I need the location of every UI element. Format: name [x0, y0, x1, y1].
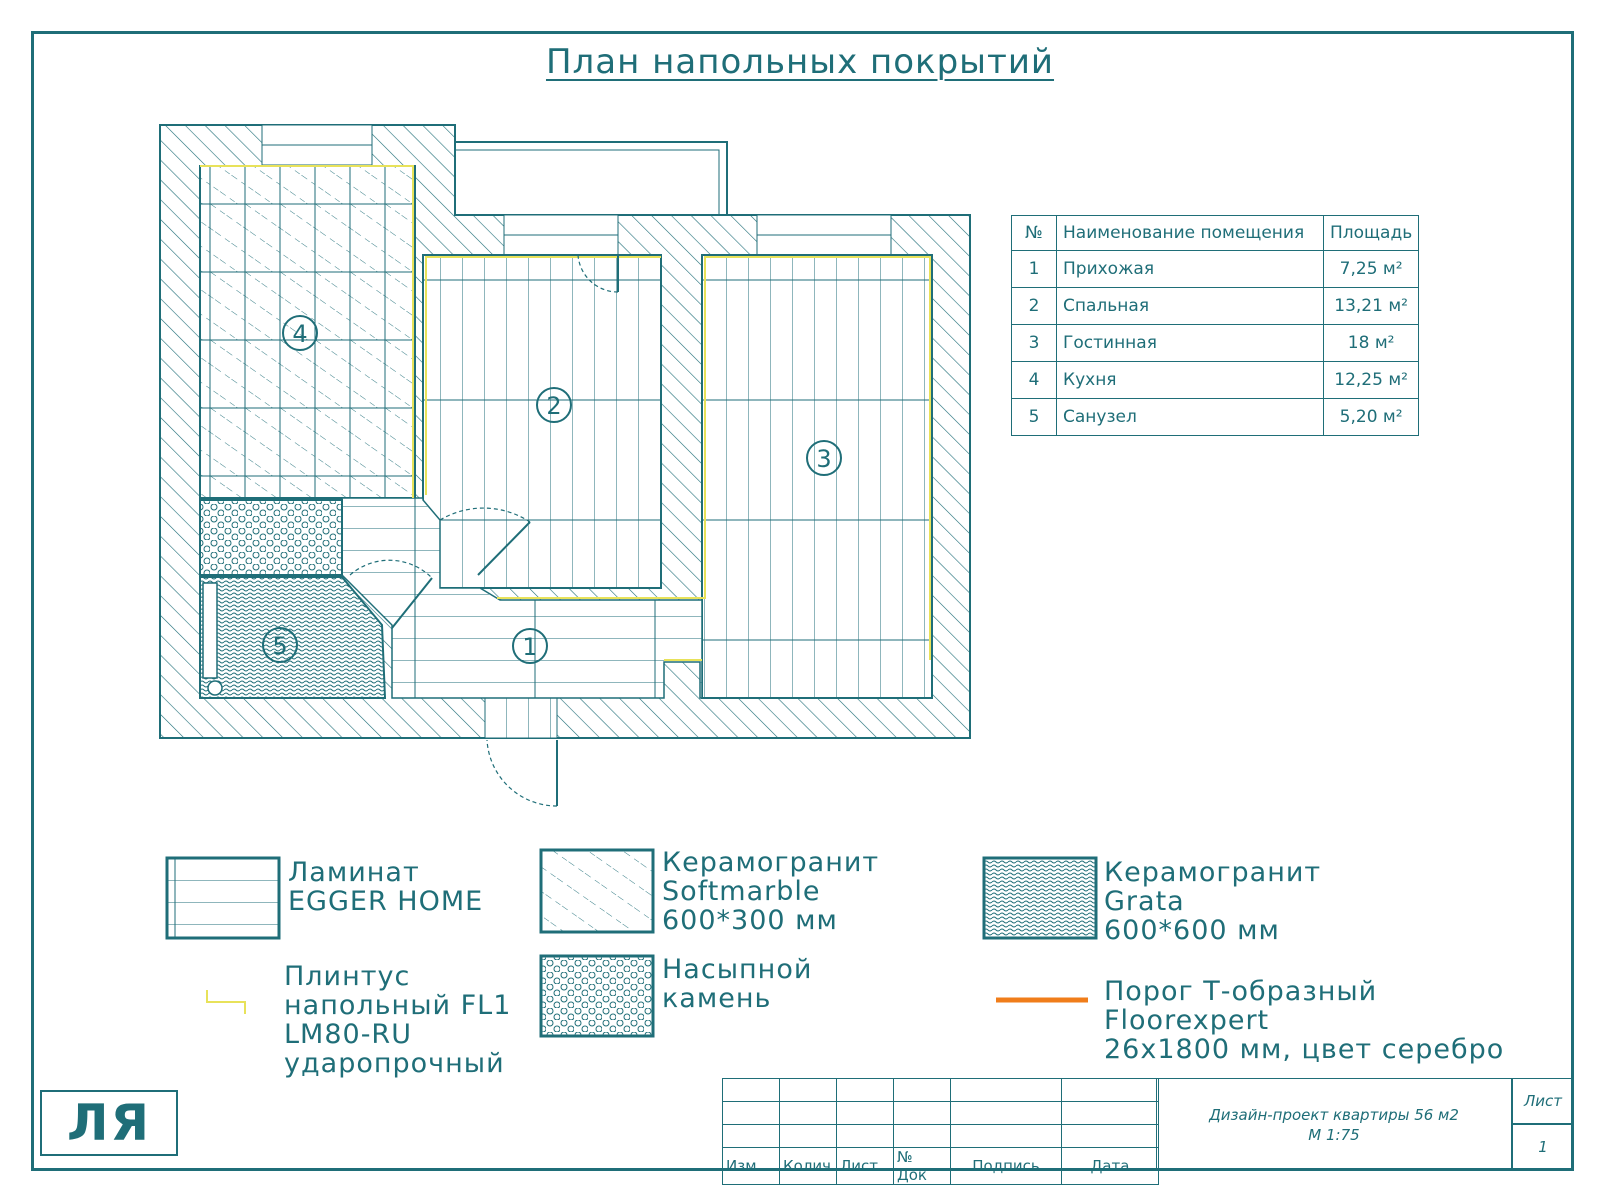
room-marker-3: 3	[816, 445, 831, 473]
table-row: 1 Прихожая 7,25 м²	[1011, 250, 1420, 288]
legend-swatch-grata	[982, 856, 1098, 940]
bathroom-stone-floor	[199, 499, 343, 576]
room-area-table: № Наименование помещения Площадь 1 Прихо…	[1011, 215, 1420, 436]
legend-swatch-softmarble	[539, 848, 655, 934]
room-marker-2: 2	[546, 392, 561, 420]
sheet-label: Лист	[1512, 1078, 1574, 1124]
room-floors	[199, 165, 933, 699]
room-marker-5: 5	[272, 632, 287, 660]
legend-label-softmarble: Керамогранит Softmarble 600*300 мм	[662, 847, 880, 936]
table-row: 5 Санузел 5,20 м²	[1011, 398, 1420, 436]
table-header-area: Площадь	[1322, 215, 1420, 251]
company-logo: ЛЯ	[40, 1090, 178, 1156]
table-header-number: №	[1011, 215, 1057, 251]
stamp-col-qty: Колич	[779, 1147, 837, 1185]
table-row: 4 Кухня 12,25 м²	[1011, 361, 1420, 399]
legend-label-baseboard: Плинтус напольный FL1 LM80-RU ударопрочн…	[284, 961, 512, 1079]
kitchen-floor	[199, 165, 416, 499]
stamp-col-doc: № Док	[893, 1147, 951, 1185]
stamp-col-change: Изм	[722, 1147, 780, 1185]
revision-table: Изм Колич Лист № Док Подпись Дата	[722, 1078, 1159, 1185]
hall-floor	[341, 497, 703, 699]
legend-label-grata: Керамогранит Grata 600*600 мм	[1104, 857, 1322, 946]
baseboard-lines	[200, 165, 931, 661]
legend-swatch-baseboard	[206, 990, 246, 1014]
stamp-col-signature: Подпись	[950, 1147, 1062, 1185]
sheet-number: 1	[1512, 1124, 1574, 1170]
legend-swatch-stone	[539, 954, 655, 1038]
room-marker-1: 1	[522, 633, 537, 661]
table-header-name: Наименование помещения	[1056, 215, 1324, 251]
living-floor	[701, 254, 933, 699]
project-description: Дизайн-проект квартиры 56 м2 М 1:75	[1156, 1078, 1512, 1171]
stamp-col-sheet: Лист	[836, 1147, 894, 1185]
legend-label-stone: Насыпной камень	[662, 954, 813, 1014]
legend-swatches	[165, 848, 1098, 1038]
bedroom-floor	[422, 254, 662, 589]
doors	[349, 254, 619, 807]
title-block: Изм Колич Лист № Док Подпись Дата Дизайн…	[722, 1078, 1574, 1185]
legend-label-laminate: Ламинат EGGER HOME	[288, 857, 484, 917]
legend-label-threshold: Порог Т-образный Floorexpert 26х1800 мм,…	[1104, 976, 1505, 1065]
legend-swatch-laminate	[165, 856, 281, 940]
stamp-col-date: Дата	[1061, 1147, 1159, 1185]
table-row: 3 Гостинная 18 м²	[1011, 324, 1420, 362]
room-marker-4: 4	[292, 320, 307, 348]
bathroom-grata-floor	[199, 576, 387, 699]
sheet-number-box: Лист 1	[1512, 1078, 1574, 1171]
table-row: 2 Спальная 13,21 м²	[1011, 287, 1420, 325]
room-markers: 1 2 3 4 5	[262, 315, 842, 664]
drawing-title: План напольных покрытий	[545, 42, 1055, 82]
